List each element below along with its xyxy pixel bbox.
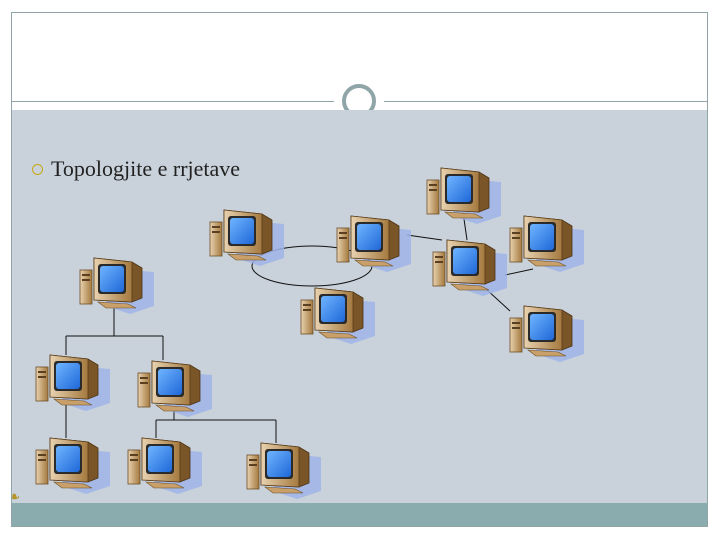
circle-bullet-icon xyxy=(32,163,43,175)
ring-topology xyxy=(209,209,412,345)
computer-icon xyxy=(35,437,111,495)
computer-icon xyxy=(137,360,213,418)
decorative-scroll-icon: ❧ xyxy=(12,487,20,506)
tree-topology xyxy=(35,257,322,500)
computer-icon xyxy=(246,442,322,500)
computer-icon xyxy=(35,354,111,412)
bullet-text: Topologjite e rrjetave xyxy=(51,156,241,181)
computer-icon xyxy=(336,215,412,273)
computer-icon xyxy=(426,167,502,225)
computer-icon xyxy=(79,257,155,315)
computer-icon xyxy=(127,437,203,495)
computer-icon xyxy=(300,287,376,345)
bullet-item: Topologjite e rrjetave xyxy=(32,156,240,182)
slide-footer-bar xyxy=(12,503,707,526)
slide: Topologjite e rrjetave ❧ xyxy=(11,12,708,527)
star-topology xyxy=(426,167,585,363)
computer-icon xyxy=(432,239,508,297)
connection-lines xyxy=(65,211,534,443)
divider-right xyxy=(384,101,707,102)
computer-icon xyxy=(509,305,585,363)
computer-icon xyxy=(209,209,285,267)
divider-left xyxy=(12,101,334,102)
computer-icon xyxy=(509,215,585,273)
